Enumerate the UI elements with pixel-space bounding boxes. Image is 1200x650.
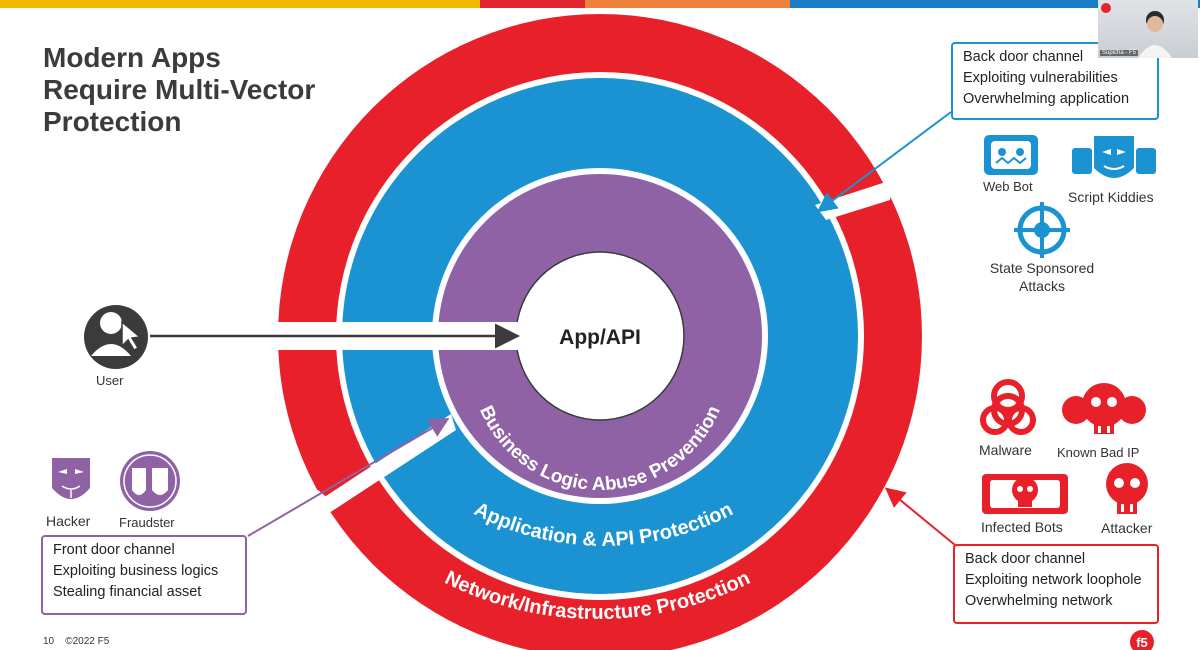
- top-bar-blue: [790, 0, 1200, 8]
- copyright: ©2022 F5: [65, 636, 110, 647]
- web-bot-icon: [984, 135, 1038, 175]
- back-door-app-line-3: Overwhelming application: [963, 91, 1130, 107]
- known-bad-ip-label: Known Bad IP: [1057, 445, 1140, 460]
- infected-bots-label: Infected Bots: [981, 519, 1063, 535]
- back-door-network-arrow: [884, 487, 956, 546]
- presenter-avatar: [1101, 3, 1172, 58]
- infected-bots-icon: [982, 474, 1068, 514]
- title-line-1: Modern Apps: [43, 42, 221, 73]
- back-door-network-line-3: Overwhelming network: [965, 593, 1113, 609]
- front-door-line-1: Front door channel: [53, 542, 175, 558]
- malware-label: Malware: [979, 442, 1032, 458]
- hacker-mask-icon: [52, 458, 90, 499]
- top-bar-yellow: [0, 0, 480, 8]
- svg-text:f5: f5: [1136, 635, 1148, 650]
- script-kiddies-label: Script Kiddies: [1068, 189, 1154, 205]
- webcam-name-tag: Supicha - F5: [1100, 50, 1139, 56]
- front-door-cutout: [236, 414, 456, 570]
- center-label: App/API: [559, 326, 641, 349]
- page-number: 10: [43, 636, 55, 647]
- f5-logo-icon: f5: [1130, 630, 1154, 650]
- webcam-thumbnail[interactable]: Supicha - F5: [1098, 0, 1198, 58]
- state-sponsored-line-1: State Sponsored: [989, 260, 1095, 276]
- top-bar-orange: [585, 0, 790, 8]
- back-door-app-line-1: Back door channel: [963, 49, 1084, 65]
- fraudster-icon: [120, 451, 180, 511]
- fraudster-label: Fraudster: [119, 515, 175, 530]
- biohazard-icon: [980, 379, 1036, 435]
- outer-ring-cutout-left: [275, 490, 330, 522]
- title-line-3: Protection: [43, 106, 182, 137]
- front-door-line-2: Exploiting business logics: [53, 563, 219, 579]
- front-door-box: Front door channel Exploiting business l…: [41, 535, 247, 615]
- crosshair-icon: [1014, 202, 1070, 258]
- slide-footer: 10 ©2022 F5: [43, 636, 109, 647]
- title-line-2: Require Multi-Vector: [43, 74, 316, 105]
- user-label: User: [96, 373, 124, 388]
- top-color-bar: [0, 0, 1200, 8]
- back-door-app-line-2: Exploiting vulnerabilities: [963, 70, 1118, 86]
- script-kiddies-icon: [1072, 136, 1156, 178]
- back-door-network-line-1: Back door channel: [965, 551, 1086, 567]
- known-bad-ip-skulls-icon: [1062, 383, 1146, 434]
- state-sponsored-label: State Sponsored Attacks: [986, 259, 1098, 295]
- top-bar-red: [480, 0, 585, 8]
- back-door-app-box: Back door channel Exploiting vulnerabili…: [951, 42, 1159, 120]
- hacker-label: Hacker: [46, 513, 91, 529]
- back-door-network-line-2: Exploiting network loophole: [965, 572, 1142, 588]
- user-icon: [84, 305, 148, 369]
- web-bot-label: Web Bot: [983, 179, 1033, 194]
- attacker-label: Attacker: [1101, 520, 1153, 536]
- front-door-line-3: Stealing financial asset: [53, 584, 202, 600]
- front-door-arrow: [247, 417, 450, 537]
- back-door-network-box: Back door channel Exploiting network loo…: [953, 544, 1159, 624]
- state-sponsored-line-2: Attacks: [1019, 278, 1065, 294]
- slide-title: Modern Apps Require Multi-Vector Protect…: [43, 42, 373, 138]
- back-door-app-arrow: [816, 111, 952, 213]
- attacker-skull-icon: [1106, 463, 1148, 514]
